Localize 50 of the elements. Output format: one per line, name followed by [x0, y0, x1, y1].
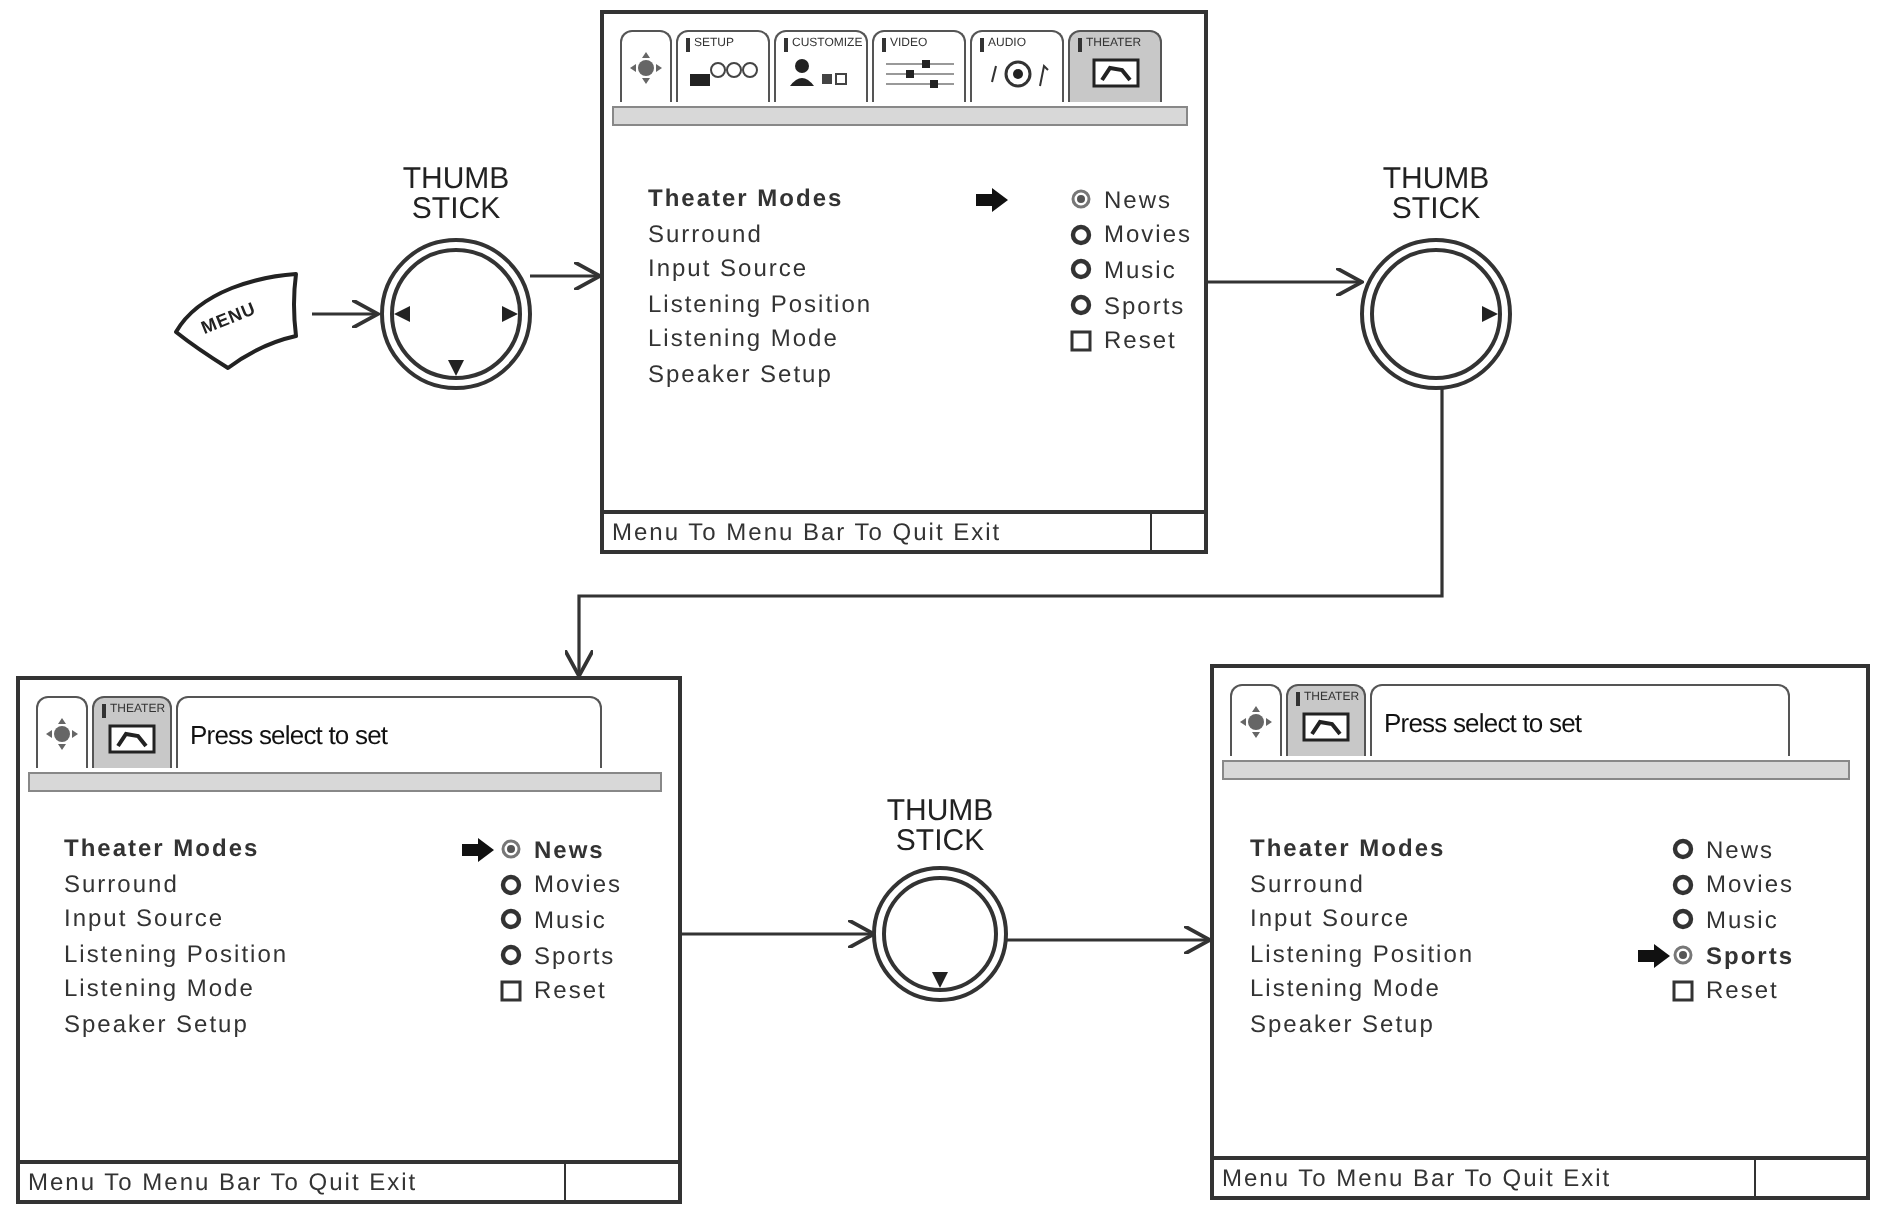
- option-label: News: [1706, 835, 1775, 864]
- menu-screen: [1210, 664, 1870, 1200]
- menu-item: Input Source: [1250, 902, 1413, 937]
- option-label: Reset: [1104, 326, 1177, 355]
- menu-item: Input Source: [648, 252, 811, 287]
- menu-item: Theater Modes: [648, 182, 846, 216]
- prompt-tab: Press select to set: [176, 696, 602, 768]
- option-label: Music: [1104, 255, 1177, 284]
- help-text: Menu To Menu Bar To Quit Exit: [612, 518, 1002, 546]
- menu-item: Speaker Setup: [1250, 1007, 1437, 1042]
- prompt-tab: Press select to set: [1370, 684, 1790, 756]
- menu-item: Listening Position: [1250, 937, 1475, 972]
- menu-item: Input Source: [64, 902, 227, 937]
- arrow: [312, 298, 380, 330]
- menu-item: Surround: [64, 867, 181, 902]
- option-label: Sports: [1104, 291, 1186, 320]
- arrow: [1006, 924, 1212, 956]
- menu-item: Listening Mode: [648, 322, 841, 357]
- option-label: News: [1104, 185, 1173, 214]
- arrow: [530, 260, 602, 292]
- help-text: Menu To Menu Bar To Quit Exit: [1222, 1164, 1612, 1192]
- option-label: Movies: [534, 870, 623, 899]
- option-label: Music: [1706, 905, 1779, 934]
- menu-screen: [16, 676, 682, 1204]
- menu-item: Listening Position: [64, 937, 289, 972]
- option-label: Sports: [534, 941, 616, 970]
- option-label: Movies: [1706, 870, 1795, 899]
- menu-item: Speaker Setup: [648, 357, 835, 392]
- arrow: [1208, 266, 1364, 298]
- menu-item: Listening Mode: [1250, 972, 1443, 1007]
- menu-screen: [600, 10, 1208, 554]
- control-label: THUMB STICK: [400, 164, 512, 224]
- option-label: Sports: [1706, 941, 1795, 970]
- control-label: THUMB STICK: [1380, 164, 1492, 224]
- option-label: Reset: [1706, 976, 1779, 1005]
- menu-item: Theater Modes: [1250, 832, 1448, 866]
- option-label: Music: [534, 905, 607, 934]
- menu-item: Surround: [1250, 867, 1367, 902]
- menu-item: Listening Position: [648, 287, 873, 322]
- menu-item: Speaker Setup: [64, 1007, 251, 1042]
- option-label: News: [534, 835, 605, 864]
- menu-item: Listening Mode: [64, 972, 257, 1007]
- option-label: Movies: [1104, 220, 1193, 249]
- arrow: [682, 918, 876, 950]
- arrow: [563, 388, 1444, 678]
- menu-item: Theater Modes: [64, 832, 262, 866]
- option-label: Reset: [534, 976, 607, 1005]
- menu-item: Surround: [648, 217, 765, 252]
- control-label: THUMB STICK: [884, 796, 996, 856]
- help-text: Menu To Menu Bar To Quit Exit: [28, 1168, 418, 1196]
